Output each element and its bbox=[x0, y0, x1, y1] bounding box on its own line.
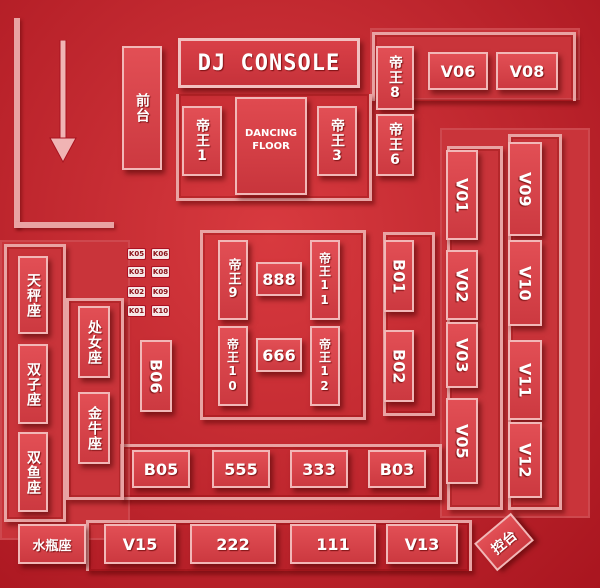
frame-diwang-room bbox=[200, 230, 366, 420]
booth-b03[interactable]: B03 bbox=[368, 450, 426, 488]
booth-v06[interactable]: V06 bbox=[428, 52, 488, 90]
booth-222[interactable]: 222 bbox=[190, 524, 276, 564]
frame-top-right bbox=[372, 32, 576, 101]
booth-v02[interactable]: V02 bbox=[446, 250, 478, 320]
booth-v01[interactable]: V01 bbox=[446, 150, 478, 240]
booth-diwang10[interactable]: 帝王10 bbox=[218, 326, 248, 406]
booth-chunv[interactable]: 处女座 bbox=[78, 306, 110, 378]
booth-888[interactable]: 888 bbox=[256, 262, 302, 296]
entrance-path bbox=[14, 18, 20, 228]
booth-diwang1[interactable]: 帝王1 bbox=[182, 106, 222, 176]
k-table-k08[interactable]: K08 bbox=[151, 266, 170, 278]
frame-bottom-strip bbox=[86, 520, 472, 571]
booth-diwang9[interactable]: 帝王9 bbox=[218, 240, 248, 320]
booth-b01[interactable]: B01 bbox=[384, 240, 414, 312]
booth-diwang11[interactable]: 帝王11 bbox=[310, 240, 340, 320]
k-table-k02[interactable]: K02 bbox=[127, 286, 146, 298]
booth-diwang3[interactable]: 帝王3 bbox=[317, 106, 357, 176]
dancing-floor-line2: FLOOR bbox=[252, 141, 290, 152]
entrance-path-bottom bbox=[14, 222, 114, 228]
booth-v05[interactable]: V05 bbox=[446, 398, 478, 484]
booth-shuangyu[interactable]: 双鱼座 bbox=[18, 432, 48, 512]
booth-666[interactable]: 666 bbox=[256, 338, 302, 372]
booth-v08[interactable]: V08 bbox=[496, 52, 558, 90]
booth-v09[interactable]: V09 bbox=[508, 142, 542, 236]
booth-333[interactable]: 333 bbox=[290, 450, 348, 488]
console-booth: 控台 bbox=[474, 512, 534, 572]
k-table-k09[interactable]: K09 bbox=[151, 286, 170, 298]
booth-tianxie[interactable]: 天秤座 bbox=[18, 256, 48, 334]
k-table-k03[interactable]: K03 bbox=[127, 266, 146, 278]
front-desk: 前台 bbox=[122, 46, 162, 170]
booth-555[interactable]: 555 bbox=[212, 450, 270, 488]
frame-left-column bbox=[4, 244, 66, 522]
k-table-k01[interactable]: K01 bbox=[127, 305, 146, 317]
dancing-floor-line1: DANCING bbox=[244, 128, 298, 139]
booth-v13[interactable]: V13 bbox=[386, 524, 458, 564]
frame-dj-area bbox=[176, 94, 372, 201]
booth-shuangzi[interactable]: 双子座 bbox=[18, 344, 48, 424]
booth-v11[interactable]: V11 bbox=[508, 340, 542, 420]
booth-v10[interactable]: V10 bbox=[508, 240, 542, 326]
booth-111[interactable]: 111 bbox=[290, 524, 376, 564]
k-table-k10[interactable]: K10 bbox=[151, 305, 170, 317]
dj-console-title: DJ CONSOLE bbox=[178, 38, 360, 88]
dancing-floor: DANCING FLOOR bbox=[235, 97, 307, 195]
booth-diwang8[interactable]: 帝王8 bbox=[376, 46, 414, 110]
booth-v15[interactable]: V15 bbox=[104, 524, 176, 564]
booth-v03[interactable]: V03 bbox=[446, 322, 478, 388]
booth-diwang6[interactable]: 帝王6 bbox=[376, 114, 414, 176]
booth-b02[interactable]: B02 bbox=[384, 330, 414, 402]
frame-b-column bbox=[383, 232, 435, 416]
booth-jinniu[interactable]: 金牛座 bbox=[78, 392, 110, 464]
k-table-k06[interactable]: K06 bbox=[151, 248, 170, 260]
booth-b06[interactable]: B06 bbox=[140, 340, 172, 412]
frame-middle-left bbox=[66, 298, 124, 500]
entrance-arrow-icon bbox=[49, 40, 77, 164]
booth-diwang12[interactable]: 帝王12 bbox=[310, 326, 340, 406]
booth-v12[interactable]: V12 bbox=[508, 422, 542, 498]
k-table-k05[interactable]: K05 bbox=[127, 248, 146, 260]
booth-shuiping[interactable]: 水瓶座 bbox=[18, 524, 86, 564]
booth-b05[interactable]: B05 bbox=[132, 450, 190, 488]
